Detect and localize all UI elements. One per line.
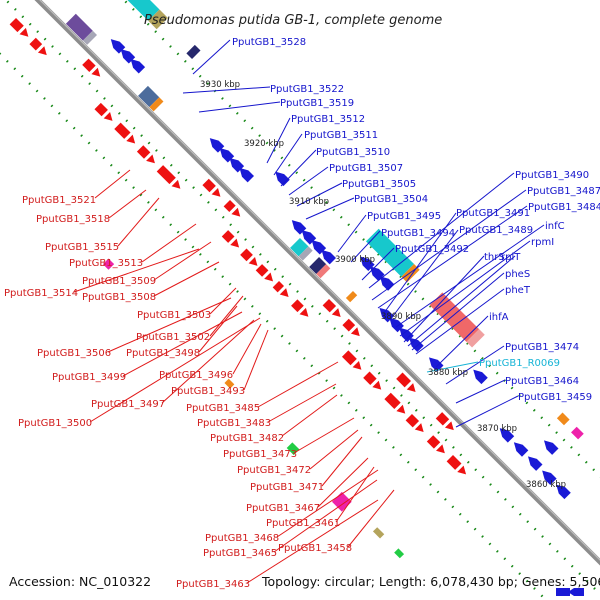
gene-label[interactable]: PputGB1_3464 [505, 376, 579, 387]
right-leader-lines [182, 39, 545, 428]
gene-label[interactable]: PputGB1_3499 [52, 372, 126, 383]
accession-text: Accession: NC_010322 [9, 574, 151, 589]
tick-label: 3900 kbp [335, 255, 375, 265]
tick-label: 3920 kbp [244, 139, 284, 149]
gene-label[interactable]: PputGB1_3468 [205, 533, 279, 544]
gene-label[interactable]: PputGB1_3505 [342, 179, 416, 190]
gene-label[interactable]: PputGB1_3503 [137, 310, 211, 321]
gene-label[interactable]: PputGB1_3506 [37, 348, 111, 359]
gene-label[interactable]: PputGB1_3492 [395, 244, 469, 255]
gene-label[interactable]: PputGB1_3459 [518, 392, 592, 403]
gene-label[interactable]: rpmI [531, 237, 554, 248]
reverse-strand-genes [110, 39, 571, 500]
gene-label[interactable]: PputGB1_3514 [4, 288, 78, 299]
gene-label[interactable]: PputGB1_3502 [136, 332, 210, 343]
gene-label[interactable]: PputGB1_3472 [237, 465, 311, 476]
gene-label[interactable]: PputGB1_3508 [82, 292, 156, 303]
gene-label[interactable]: PputGB1_3528 [232, 37, 306, 48]
gene-label[interactable]: PputGB1_3518 [36, 214, 110, 225]
gene-label[interactable]: PputGB1_3482 [210, 433, 284, 444]
gene-label[interactable]: PputGB1_3509 [82, 276, 156, 287]
gene-label[interactable]: PputGB1_3504 [354, 194, 428, 205]
tick-label: 3910 kbp [289, 197, 329, 207]
gene-label[interactable]: PputGB1_3485 [186, 403, 260, 414]
gene-label[interactable]: PputGB1_3493 [171, 386, 245, 397]
gene-label[interactable]: PputGB1_R0069 [479, 358, 560, 369]
genome-summary-text: Topology: circular; Length: 6,078,430 bp… [261, 574, 600, 589]
gene-label[interactable]: PputGB1_3513 [69, 258, 143, 269]
position-ticks: 3930 kbp 3920 kbp 3910 kbp 3900 kbp 3890… [200, 80, 566, 490]
left-gene-labels: PputGB1_3521 PputGB1_3518 PputGB1_3515 P… [4, 195, 352, 590]
gene-label[interactable]: PputGB1_3500 [18, 418, 92, 429]
gene-label[interactable]: PputGB1_3465 [203, 548, 277, 559]
gene-label[interactable]: PputGB1_3473 [223, 449, 297, 460]
tick-label: 3930 kbp [200, 80, 240, 90]
gene-label[interactable]: ihfA [489, 312, 509, 323]
gene-label[interactable]: PputGB1_3498 [126, 348, 200, 359]
gene-label[interactable]: thrS [484, 252, 505, 263]
gene-label[interactable]: PputGB1_3519 [280, 98, 354, 109]
gene-label[interactable]: PputGB1_3507 [329, 163, 403, 174]
gene-label[interactable]: PputGB1_3484 [528, 202, 600, 213]
left-leader-lines [73, 169, 395, 584]
gene-label[interactable]: pheT [505, 285, 531, 296]
right-gene-labels: PputGB1_3528 PputGB1_3522 PputGB1_3519 P… [232, 37, 600, 403]
gene-label[interactable]: PputGB1_3510 [316, 147, 390, 158]
gene-label[interactable]: PputGB1_3471 [250, 482, 324, 493]
forward-strand-genes [9, 18, 467, 475]
genome-backbone [34, 0, 600, 566]
gene-label[interactable]: PputGB1_3515 [45, 242, 119, 253]
gene-label[interactable]: PputGB1_3483 [197, 418, 271, 429]
tick-label: 3890 kbp [381, 312, 421, 322]
gene-label[interactable]: rplT [501, 252, 521, 263]
gene-label[interactable]: PputGB1_3489 [459, 225, 533, 236]
gene-label[interactable]: PputGB1_3512 [291, 114, 365, 125]
map-title: Pseudomonas putida GB-1, complete genome [144, 13, 442, 28]
tick-label: 3870 kbp [477, 424, 517, 434]
gene-label[interactable]: infC [545, 221, 565, 232]
gene-label[interactable]: PputGB1_3511 [304, 130, 378, 141]
other-features [65, 0, 584, 559]
gene-label[interactable]: PputGB1_3463 [176, 579, 250, 590]
gene-label[interactable]: PputGB1_3494 [381, 228, 455, 239]
gene-label[interactable]: PputGB1_3461 [266, 518, 340, 529]
gene-label[interactable]: PputGB1_3467 [246, 503, 320, 514]
gene-label[interactable]: PputGB1_3496 [159, 370, 233, 381]
gene-label[interactable]: PputGB1_3487 [527, 186, 600, 197]
gene-label[interactable]: PputGB1_3521 [22, 195, 96, 206]
tick-label: 3860 kbp [526, 480, 566, 490]
gene-label[interactable]: PputGB1_3474 [505, 342, 579, 353]
tick-label: 3880 kbp [428, 368, 468, 378]
gene-label[interactable]: PputGB1_3490 [515, 170, 589, 181]
gene-label[interactable]: pheS [505, 269, 530, 280]
gene-label[interactable]: PputGB1_3522 [270, 84, 344, 95]
gene-label[interactable]: PputGB1_3497 [91, 399, 165, 410]
gene-label[interactable]: PputGB1_3458 [278, 543, 352, 554]
gene-label[interactable]: PputGB1_3495 [367, 211, 441, 222]
gene-label[interactable]: PputGB1_3491 [456, 208, 530, 219]
footer-genes [556, 588, 584, 596]
